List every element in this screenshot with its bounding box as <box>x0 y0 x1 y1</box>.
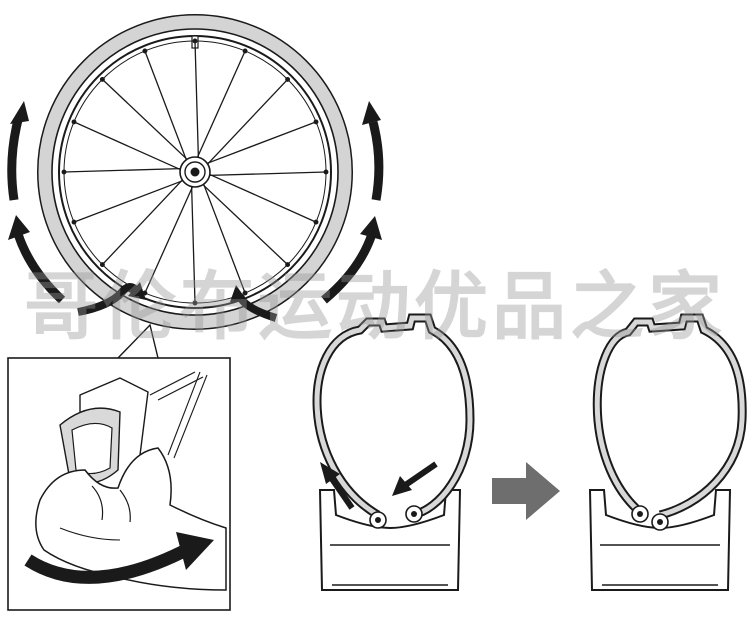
spoke-nipple <box>313 119 319 125</box>
spoke <box>144 50 189 164</box>
spoke <box>203 121 317 166</box>
spoke <box>199 181 289 266</box>
spoke-nipple <box>192 38 198 44</box>
rotation-arrows <box>7 101 384 322</box>
hand-detail-inset <box>7 357 231 611</box>
spoke-nipple <box>99 76 105 82</box>
tire-section-after <box>588 313 747 591</box>
right-upper-arrow <box>362 101 384 201</box>
push-arrow <box>24 532 214 584</box>
spoke-nipple <box>61 169 67 175</box>
spoke <box>194 40 200 162</box>
spoke-nipple <box>323 169 329 175</box>
bottom-right-hook-arrow <box>230 285 278 322</box>
spoke <box>63 167 185 173</box>
spoke-nipple <box>285 76 291 82</box>
spoke-nipple <box>142 48 148 54</box>
tire <box>37 14 353 330</box>
spoke-nipple <box>313 219 319 225</box>
transition-arrow <box>492 462 560 520</box>
spoke-nipple <box>99 262 105 268</box>
spoke <box>144 182 195 294</box>
bottom-left-hook-arrow <box>77 282 146 316</box>
spoke-nipple <box>242 48 248 54</box>
bead-arrow-in <box>392 461 438 496</box>
left-upper-arrow <box>7 101 29 201</box>
bicycle-wheel <box>37 14 353 330</box>
rim-profile-after <box>588 489 732 591</box>
callout-pointer <box>117 323 159 359</box>
spoke <box>73 121 185 172</box>
rim-profile-before <box>318 489 462 591</box>
spoke-nipple <box>71 119 77 125</box>
tire-tread <box>38 15 352 329</box>
spoke <box>201 180 246 294</box>
hub <box>179 156 211 188</box>
bead-arrow-up <box>320 462 355 510</box>
spoke <box>73 178 187 223</box>
spoke <box>205 171 327 177</box>
spoke-nipple <box>242 290 248 296</box>
spoke <box>101 176 186 266</box>
spoke-nipple <box>71 219 77 225</box>
spoke <box>101 78 191 163</box>
tire-section-before <box>312 313 475 591</box>
spoke <box>190 182 196 304</box>
spoke-nipple <box>285 262 291 268</box>
spokes <box>61 38 329 306</box>
spoke <box>204 78 289 168</box>
spoke <box>205 172 317 223</box>
spoke-nipple <box>192 300 198 306</box>
left-lower-arrow <box>8 215 66 304</box>
right-lower-arrow <box>321 216 382 304</box>
spoke <box>195 50 246 162</box>
